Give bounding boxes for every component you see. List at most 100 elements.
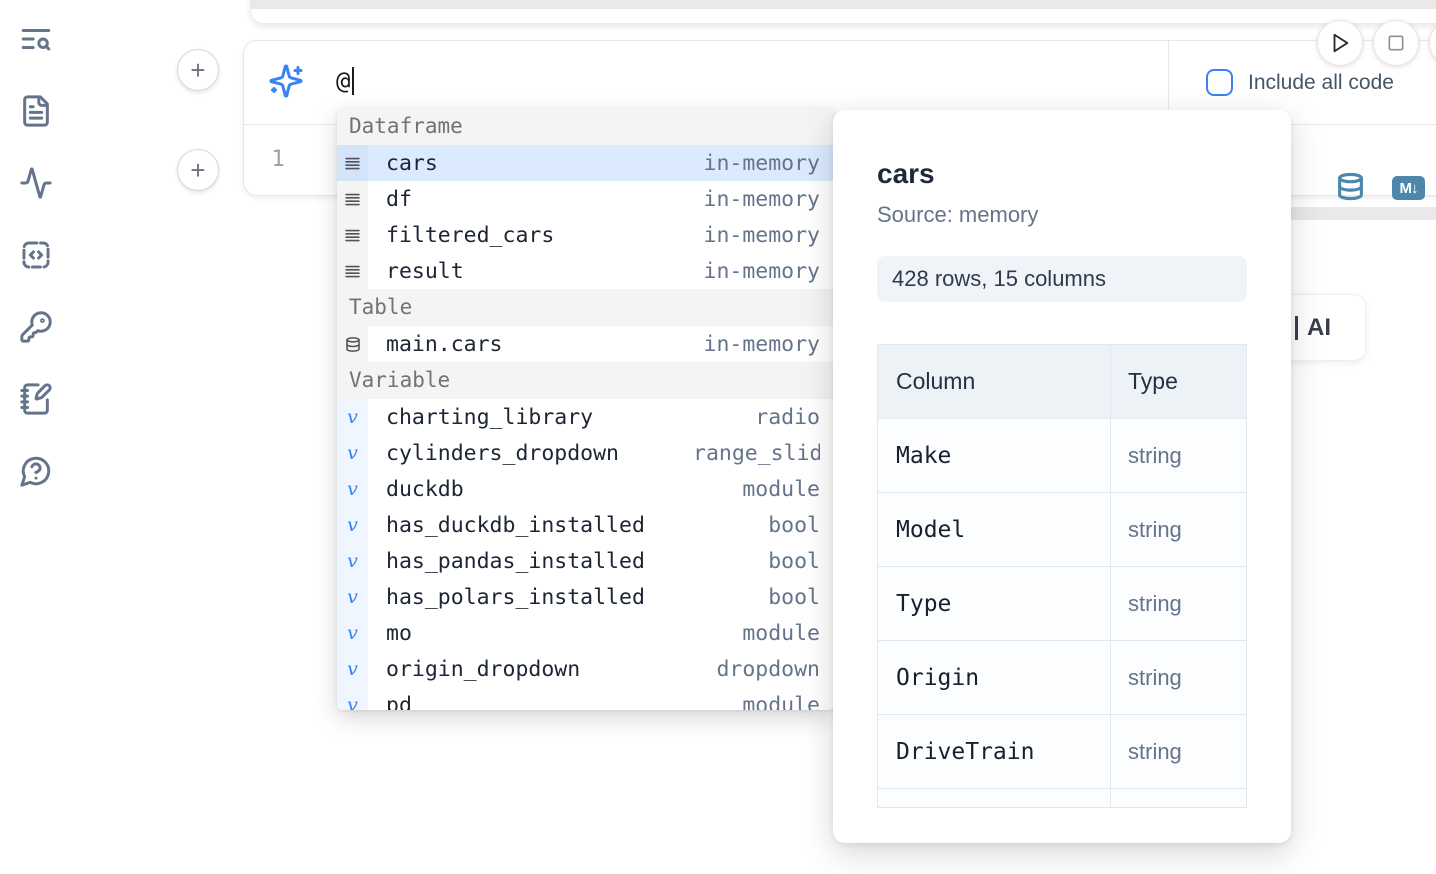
item-type: in-memory — [703, 186, 821, 212]
stop-icon — [1386, 33, 1406, 53]
rows-icon — [337, 253, 368, 289]
stop-button[interactable] — [1373, 20, 1419, 66]
column-cell: Type — [878, 567, 1111, 640]
variable-icon: v — [337, 687, 368, 710]
variable-icon: v — [337, 579, 368, 615]
ai-button-label: AI — [1307, 313, 1331, 341]
autocomplete-section-header: Table — [337, 289, 833, 326]
item-name: main.cars — [386, 331, 503, 357]
variable-icon: v — [337, 615, 368, 651]
schema-row: Make string — [878, 419, 1246, 493]
snippets-icon[interactable] — [19, 238, 53, 272]
preview-title: cars — [877, 158, 935, 189]
item-type: in-memory — [703, 222, 821, 248]
column-cell: Make — [878, 419, 1111, 492]
item-type: range_slider — [693, 440, 820, 466]
preview-shape-badge: 428 rows, 15 columns — [877, 256, 1247, 302]
preview-source: Source: memory — [877, 202, 1039, 227]
type-cell: string — [1128, 590, 1182, 616]
activity-icon[interactable] — [19, 166, 53, 200]
autocomplete-section-header: Dataframe — [337, 108, 833, 145]
item-type: bool — [768, 512, 820, 538]
add-cell-button[interactable]: + — [177, 149, 219, 191]
variable-icon: v — [337, 399, 368, 435]
item-type: module — [742, 476, 820, 502]
sparkles-icon — [268, 63, 304, 99]
column-cell: Origin — [878, 641, 1111, 714]
item-type: bool — [768, 548, 820, 574]
item-name: has_polars_installed — [386, 584, 645, 610]
sidebar — [19, 22, 53, 488]
ai-prompt-input[interactable]: @ — [336, 63, 355, 99]
run-button[interactable] — [1317, 20, 1363, 66]
autocomplete-item[interactable]: cars in-memory — [337, 145, 833, 181]
help-circle-icon[interactable] — [19, 454, 53, 488]
item-type: in-memory — [703, 150, 821, 176]
schema-row-partial — [878, 789, 1246, 807]
include-all-code-checkbox[interactable] — [1206, 69, 1233, 96]
column-cell: DriveTrain — [878, 715, 1111, 788]
item-name: result — [386, 258, 464, 284]
include-all-code-label: Include all code — [1248, 70, 1394, 94]
preview-panel: cars Source: memory 428 rows, 15 columns… — [833, 110, 1291, 843]
database-small-icon — [337, 326, 368, 362]
autocomplete-item[interactable]: v has_polars_installed bool — [337, 579, 833, 615]
include-all-code-section: Include all code — [1168, 41, 1436, 124]
ai-prompt-row[interactable]: @ Include all code — [244, 41, 1436, 125]
rows-icon — [337, 181, 368, 217]
autocomplete-item[interactable]: v cylinders_dropdown range_slider — [337, 435, 833, 471]
item-type: module — [742, 620, 820, 646]
item-name: pd — [386, 692, 412, 711]
line-number: 1 — [271, 147, 285, 172]
item-name: has_duckdb_installed — [386, 512, 645, 538]
markdown-button[interactable]: M↓ — [1392, 176, 1425, 200]
item-name: cars — [386, 150, 438, 176]
item-name: mo — [386, 620, 412, 646]
variable-icon: v — [337, 543, 368, 579]
key-icon[interactable] — [19, 310, 53, 344]
column-cell: Model — [878, 493, 1111, 566]
add-cell-button[interactable]: + — [177, 49, 219, 91]
previous-cell-divider — [251, 0, 1436, 9]
item-name: df — [386, 186, 412, 212]
code-editor-row[interactable]: 1 — [244, 125, 1436, 196]
item-name: charting_library — [386, 404, 594, 430]
type-cell: string — [1128, 664, 1182, 690]
file-text-icon[interactable] — [19, 94, 53, 128]
variable-icon: v — [337, 651, 368, 687]
item-name: cylinders_dropdown — [386, 440, 619, 466]
autocomplete-item[interactable]: df in-memory — [337, 181, 833, 217]
ai-prompt-value: @ — [336, 67, 351, 95]
database-button[interactable] — [1336, 172, 1365, 201]
item-type: module — [742, 692, 820, 711]
schema-row: Origin string — [878, 641, 1246, 715]
item-type: bool — [768, 584, 820, 610]
notebook-pen-icon[interactable] — [19, 382, 53, 416]
autocomplete-item[interactable]: v origin_dropdown dropdown — [337, 651, 833, 687]
type-header-cell: Type — [1128, 368, 1178, 394]
rows-icon — [337, 145, 368, 181]
item-name: duckdb — [386, 476, 464, 502]
variable-icon: v — [337, 507, 368, 543]
autocomplete-item[interactable]: v has_duckdb_installed bool — [337, 507, 833, 543]
autocomplete-section-header: Variable — [337, 362, 833, 399]
schema-row: Type string — [878, 567, 1246, 641]
text-search-icon[interactable] — [19, 22, 53, 56]
type-cell: string — [1128, 442, 1182, 468]
variable-icon: v — [337, 435, 368, 471]
item-name: origin_dropdown — [386, 656, 581, 682]
item-type: dropdown — [716, 656, 820, 682]
